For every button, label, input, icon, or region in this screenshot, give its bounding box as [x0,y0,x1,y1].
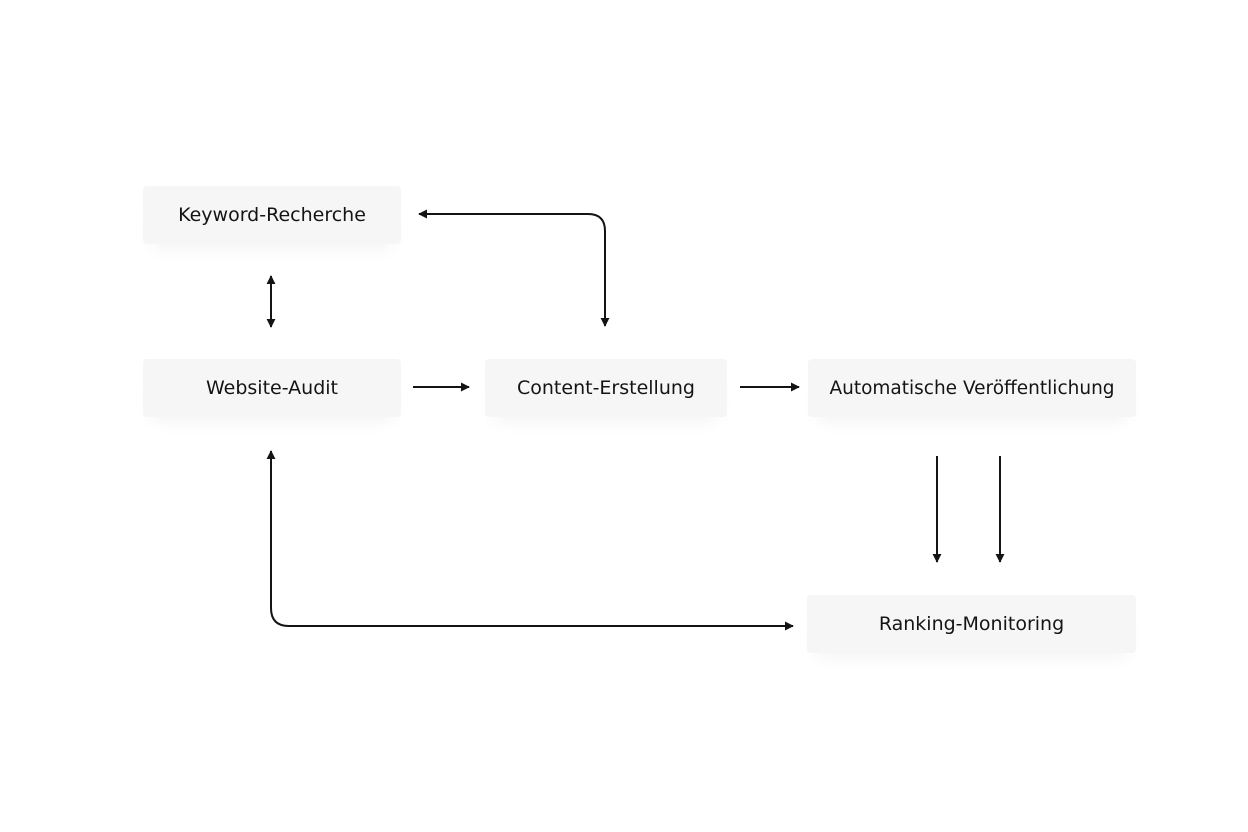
node-automatic-publishing: Automatische Veröffentlichung [808,359,1136,417]
node-label: Website-Audit [205,377,338,399]
node-label: Keyword-Recherche [178,204,366,226]
node-label: Automatische Veröffentlichung [829,377,1115,399]
arrow-content-keyword-loop [418,209,610,327]
node-label: Content-Erstellung [517,377,695,399]
arrow-ranking-audit-loop [266,450,794,631]
node-website-audit: Website-Audit [143,359,401,417]
node-keyword-research: Keyword-Recherche [143,186,401,244]
node-label: Ranking-Monitoring [878,613,1065,635]
node-ranking-monitoring: Ranking-Monitoring [807,595,1136,653]
node-content-creation: Content-Erstellung [485,359,727,417]
